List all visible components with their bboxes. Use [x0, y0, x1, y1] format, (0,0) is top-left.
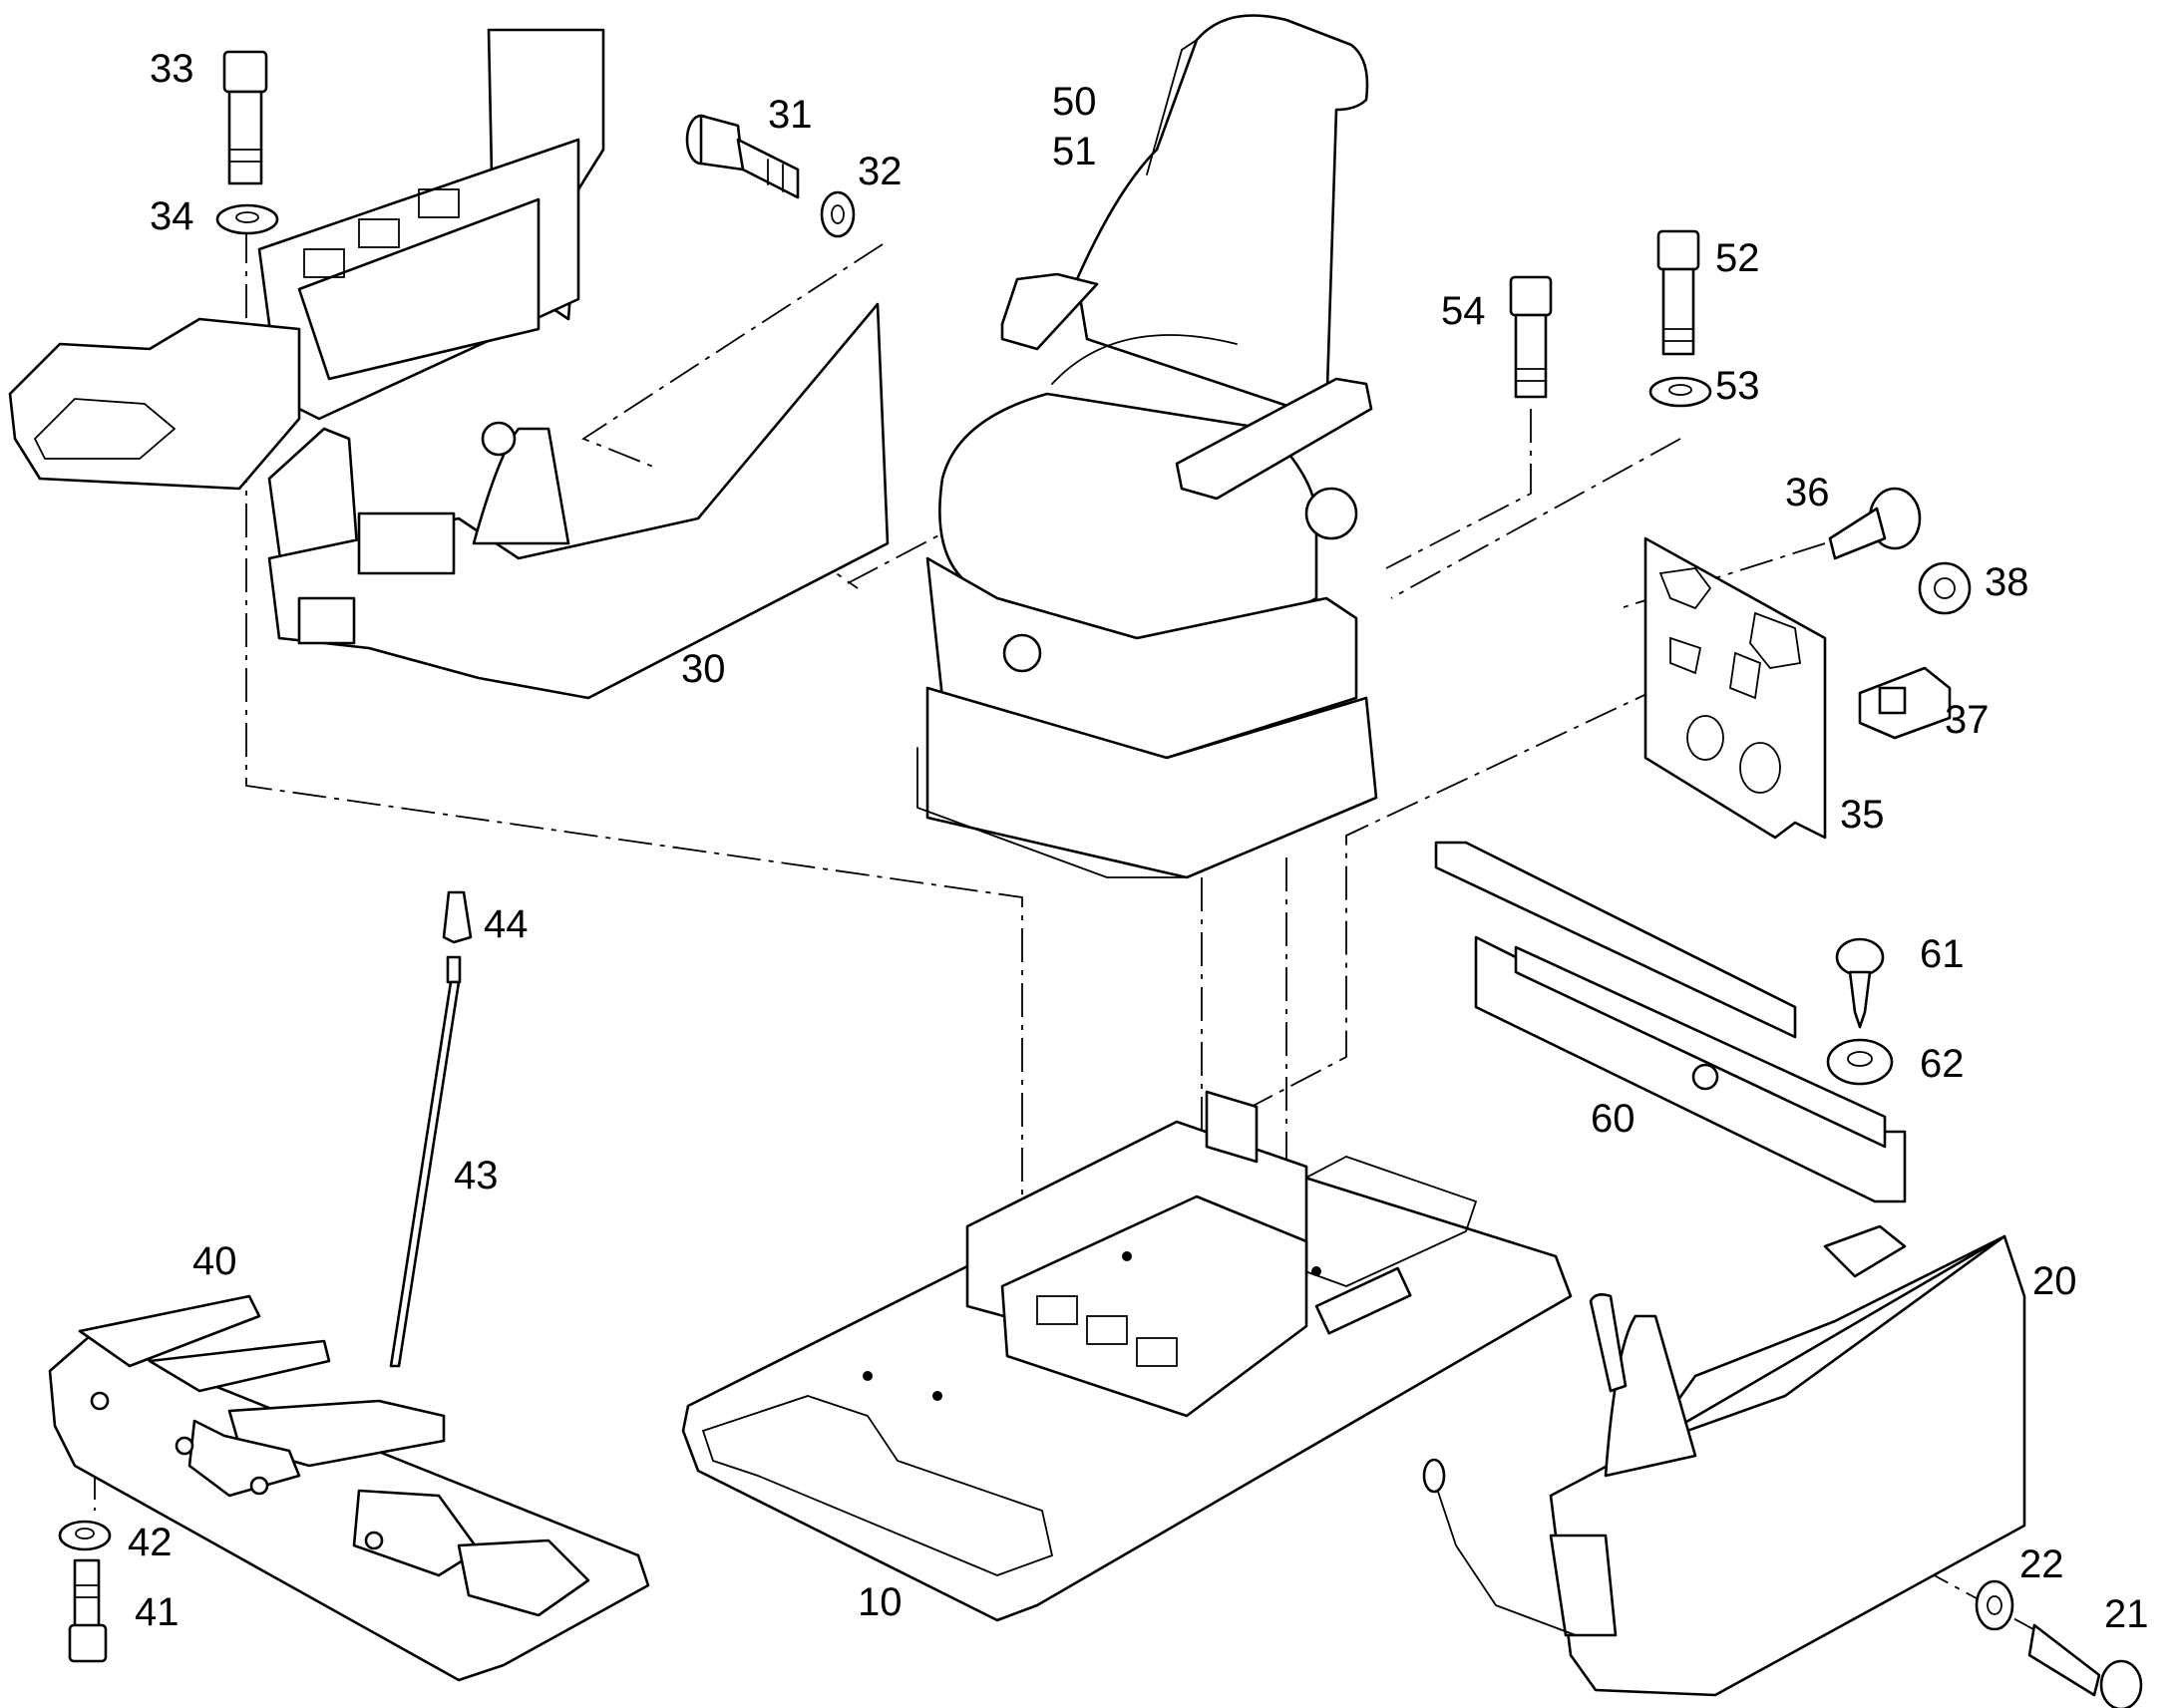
- callout-35: 35: [1840, 793, 1885, 837]
- callout-62: 62: [1920, 1042, 1965, 1086]
- screw-41: [68, 1558, 108, 1663]
- callout-41: 41: [135, 1590, 180, 1634]
- callout-51: 51: [1052, 130, 1097, 173]
- callout-labels: 33 34 31 32 50 51 52 53 54 36 38 37 35 3…: [128, 47, 2149, 1636]
- callout-61: 61: [1920, 932, 1965, 976]
- screw-52: [1656, 229, 1700, 356]
- callout-38: 38: [1985, 560, 2029, 604]
- mounting-plate-35: [1643, 536, 1827, 840]
- callout-33: 33: [150, 47, 194, 91]
- pin-31: [685, 114, 800, 199]
- callout-30: 30: [681, 647, 726, 691]
- rod-43: [389, 955, 462, 1368]
- callout-50: 50: [1052, 80, 1097, 124]
- bolt-36: [1828, 487, 1922, 560]
- channel-60: [1434, 841, 1907, 1203]
- callout-53: 53: [1715, 364, 1760, 408]
- floor-plate-10: [681, 1090, 1573, 1622]
- callout-37: 37: [1945, 698, 1990, 742]
- callout-32: 32: [858, 150, 903, 193]
- callout-44: 44: [484, 902, 529, 946]
- pedal-base-40: [48, 1294, 650, 1682]
- washer-42: [58, 1520, 112, 1551]
- connector-37: [1858, 666, 1952, 740]
- washer-22: [1975, 1579, 2014, 1631]
- callout-60: 60: [1591, 1097, 1635, 1141]
- callout-20: 20: [2032, 1259, 2077, 1303]
- callout-10: 10: [858, 1580, 903, 1624]
- callout-21: 21: [2104, 1592, 2149, 1636]
- callout-22: 22: [2019, 1542, 2064, 1586]
- callout-40: 40: [192, 1239, 237, 1283]
- washer-32: [820, 190, 856, 238]
- grommet-38: [1918, 561, 1972, 615]
- screw-61: [1835, 937, 1885, 1029]
- washer-62: [1826, 1038, 1894, 1086]
- washer-53: [1648, 376, 1712, 408]
- screw-54: [1509, 275, 1553, 399]
- right-console-20: [1422, 1224, 2026, 1697]
- callout-42: 42: [128, 1521, 173, 1564]
- knob-44: [442, 890, 473, 944]
- screw-33: [222, 50, 268, 185]
- callout-34: 34: [150, 194, 194, 238]
- washer-34: [215, 203, 279, 235]
- callout-36: 36: [1785, 471, 1830, 514]
- callout-54: 54: [1441, 289, 1486, 333]
- bolt-21: [2027, 1623, 2143, 1708]
- callout-52: 52: [1715, 236, 1760, 280]
- operator-seat-50: [916, 14, 1378, 879]
- callout-43: 43: [454, 1154, 499, 1197]
- left-console-30: [8, 28, 890, 700]
- assembly-leader-lines: [94, 229, 2045, 1636]
- callout-31: 31: [768, 93, 813, 137]
